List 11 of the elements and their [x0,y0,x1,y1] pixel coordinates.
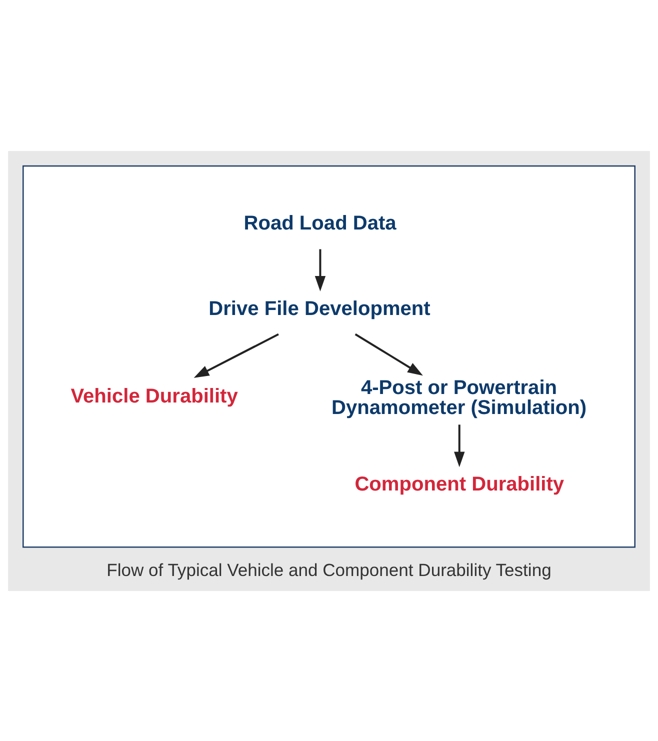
arrow [354,332,423,376]
cluster [22,164,636,548]
node-text: Drive File Development [208,297,430,320]
node-text: Road Load Data [244,212,396,234]
caption: Flow of Typical Vehicle and Component Durability Testing [106,560,552,580]
arrow [194,332,279,378]
arrow [314,248,326,291]
node-text: 4-Post or Powertrain Dynamometer (Simulation) [332,376,587,418]
node-text: Vehicle Durability [70,385,238,408]
node-text: Component Durability [354,472,564,495]
arrow [454,424,465,467]
